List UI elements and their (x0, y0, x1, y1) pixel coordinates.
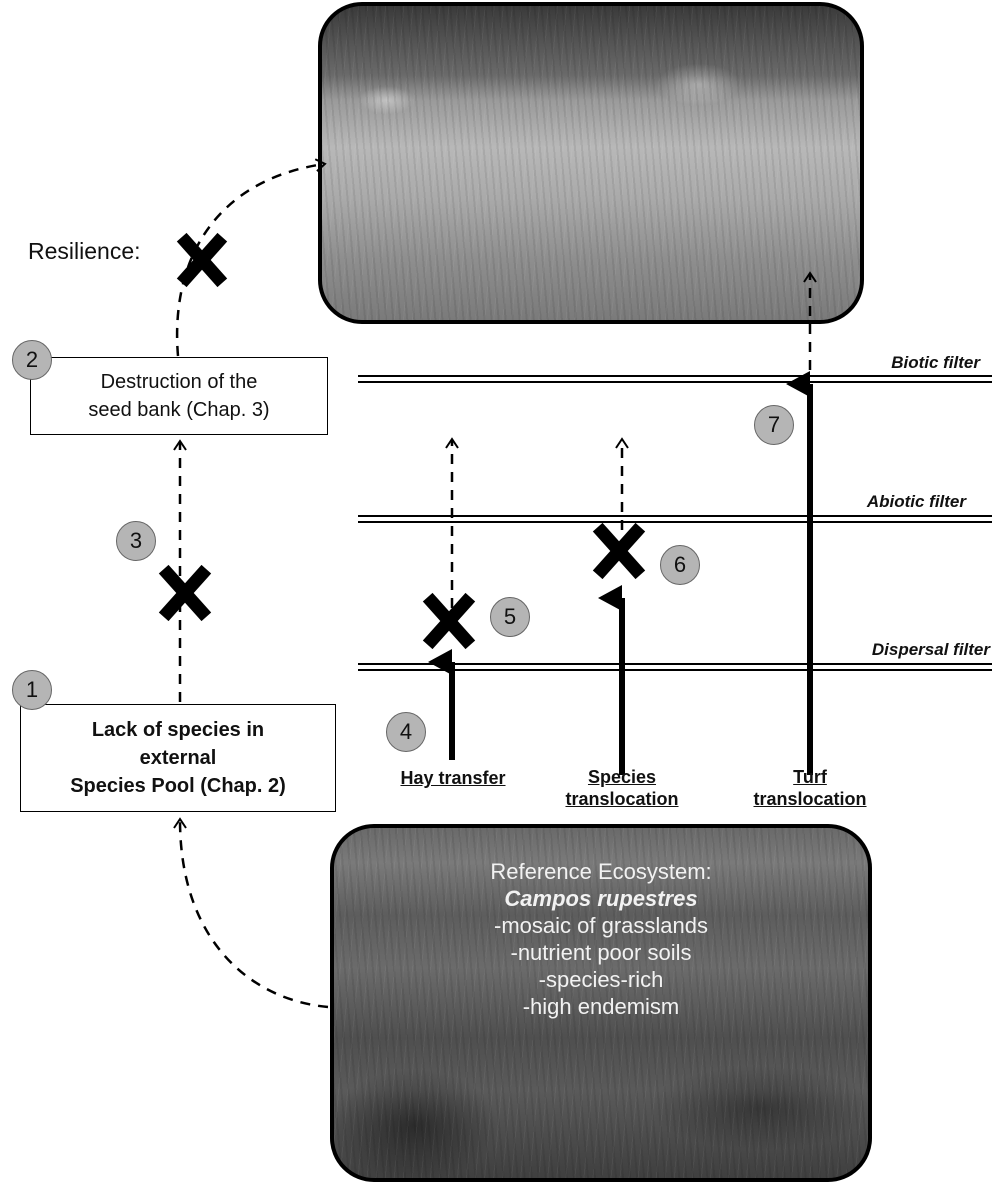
reference-trait-1: -mosaic of grasslands (494, 913, 708, 938)
turf-translocation-line-1: Turf (793, 767, 827, 787)
species-translocation-label: Species translocation (546, 766, 698, 810)
step-6-badge: 6 (660, 545, 700, 585)
reference-ecosystem-photo (330, 824, 872, 1182)
step-1-badge: 1 (12, 670, 52, 710)
dispersal-filter-label: Dispersal filter (871, 640, 990, 659)
hay-cross-icon (422, 592, 476, 650)
step3-cross-icon (158, 564, 212, 622)
lack-line-3: Species Pool (Chap. 2) (70, 775, 286, 797)
reference-dashed-arrow (173, 817, 329, 1009)
resilience-label: Resilience: (28, 238, 141, 264)
reference-trait-2: -nutrient poor soils (510, 940, 692, 965)
degraded-site-photo (318, 2, 864, 324)
seed-bank-destruction-box: Destruction of the seed bank (Chap. 3) (30, 357, 328, 435)
species-pool-box: Lack of species in external Species Pool… (20, 704, 336, 812)
biotic-filter-label: Biotic filter (891, 353, 980, 372)
reference-trait-3: -species-rich (538, 967, 664, 992)
hay-transfer-label: Hay transfer (378, 767, 528, 789)
lack-line-1: Lack of species in (91, 719, 265, 741)
hay-transfer-text: Hay transfer (400, 768, 506, 788)
abiotic-filter-label: Abiotic filter (866, 492, 966, 511)
destruction-line-1: Destruction of the (100, 371, 258, 393)
species-translocation-line-2: translocation (565, 789, 679, 809)
reference-name: Campos rupestres (504, 886, 698, 911)
dispersal-filter-line (358, 663, 992, 671)
turf-translocation-label: Turf translocation (734, 766, 886, 810)
step-4-badge: 4 (386, 712, 426, 752)
species-translocation-line-1: Species (587, 767, 657, 787)
step-2-badge: 2 (12, 340, 52, 380)
step-7-badge: 7 (754, 405, 794, 445)
destruction-line-2: seed bank (Chap. 3) (88, 399, 270, 421)
reference-trait-4: -high endemism (522, 994, 680, 1019)
reference-ecosystem-caption: Reference Ecosystem: Campos rupestres -m… (330, 858, 872, 1020)
resilience-dashed-arc (175, 158, 327, 357)
abiotic-filter-line (358, 515, 992, 523)
resilience-cross-icon (176, 232, 228, 288)
reference-title: Reference Ecosystem: (490, 859, 712, 884)
biotic-filter-line (358, 375, 992, 383)
turf-translocation-line-2: translocation (753, 789, 867, 809)
step-3-badge: 3 (116, 521, 156, 561)
species-cross-icon (592, 522, 646, 580)
lack-line-2: external (139, 747, 217, 769)
step-5-badge: 5 (490, 597, 530, 637)
